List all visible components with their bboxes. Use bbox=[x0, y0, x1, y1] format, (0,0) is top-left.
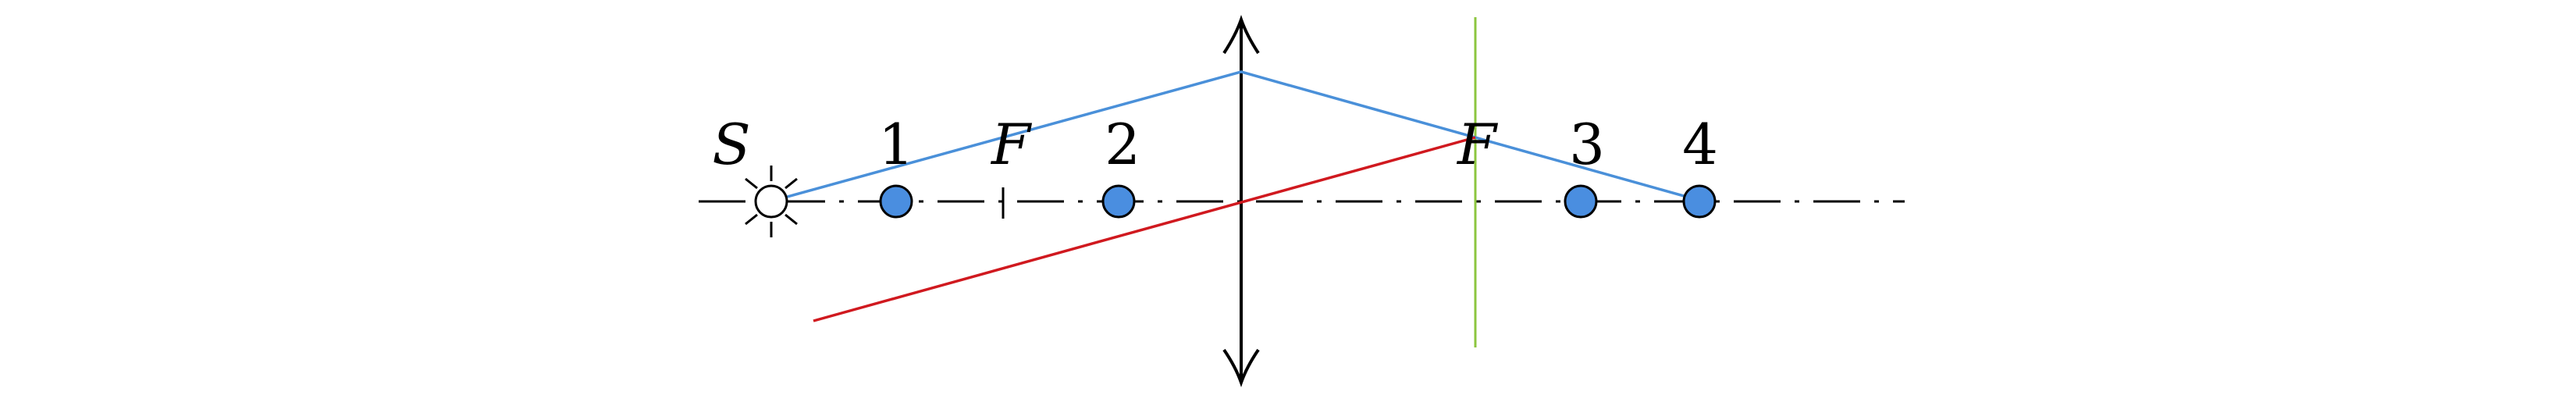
label-focus-left: F bbox=[990, 112, 1033, 177]
point-4-marker bbox=[1682, 184, 1717, 219]
label-point-2: 2 bbox=[1105, 112, 1140, 177]
point-2-marker bbox=[1101, 184, 1136, 219]
point-3-marker bbox=[1564, 184, 1598, 219]
blue-ray bbox=[784, 70, 1704, 203]
red-ray bbox=[813, 136, 1476, 322]
label-point-3: 3 bbox=[1569, 112, 1605, 177]
point-1-marker bbox=[879, 184, 913, 219]
label-point-1: 1 bbox=[878, 112, 914, 177]
sun-light-source-icon bbox=[745, 166, 798, 237]
label-focus-right: F bbox=[1456, 112, 1499, 177]
label-point-4: 4 bbox=[1682, 112, 1718, 177]
label-source: S bbox=[712, 112, 750, 177]
